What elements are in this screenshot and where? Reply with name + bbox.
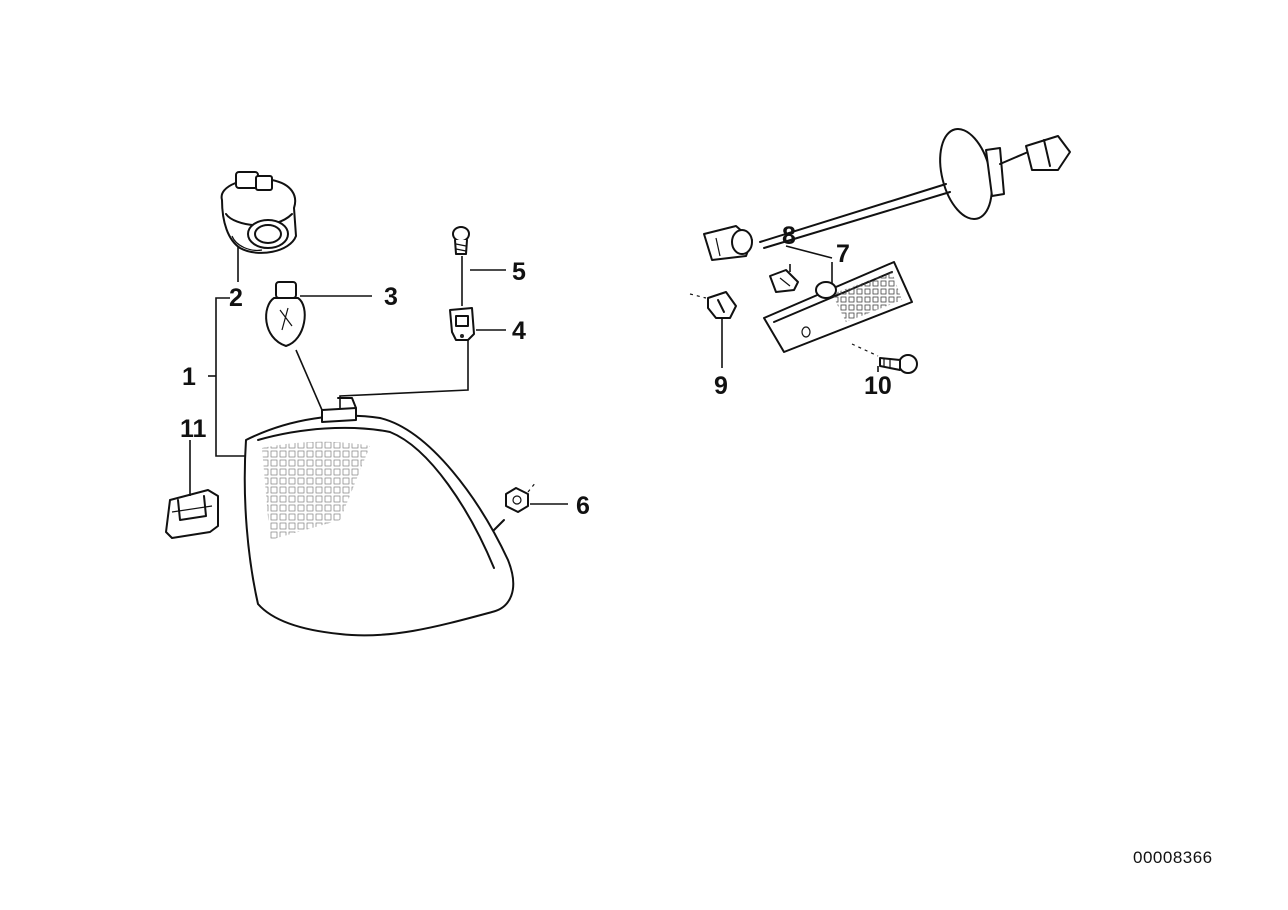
bulb-part bbox=[265, 281, 306, 347]
callout-9: 9 bbox=[714, 372, 728, 400]
diagram-reference-number: 00008366 bbox=[1133, 848, 1213, 867]
bulb-socket-part bbox=[220, 171, 297, 254]
indicator-lens-part bbox=[243, 397, 515, 637]
screw-part-10 bbox=[851, 343, 918, 374]
callout-8: 8 bbox=[782, 222, 796, 250]
callout-2: 2 bbox=[229, 284, 243, 312]
leader-lines-left bbox=[189, 246, 568, 505]
side-marker-part-7 bbox=[703, 127, 1071, 353]
small-bulb-part-8 bbox=[769, 269, 799, 293]
callout-3: 3 bbox=[384, 283, 398, 311]
callout-7: 7 bbox=[836, 240, 850, 268]
callout-4: 4 bbox=[512, 317, 526, 345]
leader-lines-right bbox=[721, 245, 879, 372]
clip-nut-part-4 bbox=[449, 307, 475, 341]
clip-part-9 bbox=[689, 291, 737, 319]
screw-part-5 bbox=[452, 226, 470, 255]
callout-5: 5 bbox=[512, 258, 526, 286]
retaining-clip-part-11 bbox=[165, 489, 219, 539]
callout-6: 6 bbox=[576, 492, 590, 520]
nut-part-6 bbox=[505, 481, 537, 513]
callout-11: 11 bbox=[180, 415, 207, 443]
callout-10: 10 bbox=[864, 372, 892, 400]
callout-1: 1 bbox=[182, 363, 196, 391]
